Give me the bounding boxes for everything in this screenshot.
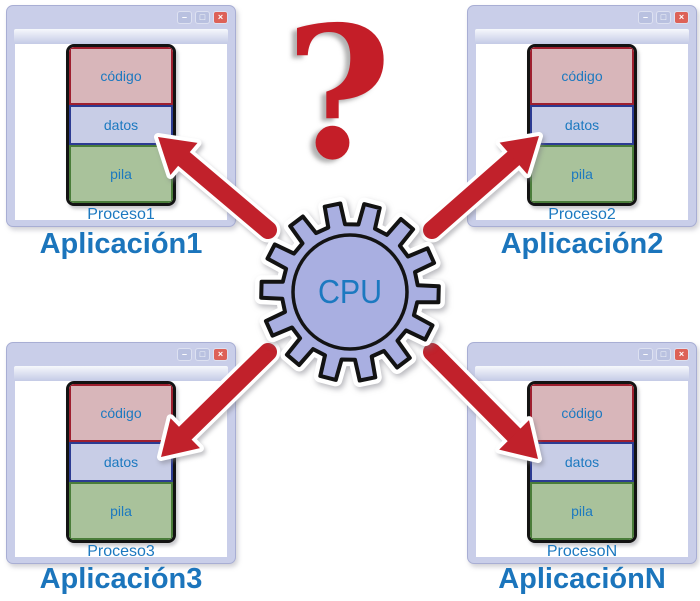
window-toolbar xyxy=(475,366,689,381)
code-segment: código xyxy=(530,47,634,105)
memory-stack: código datos pila xyxy=(66,381,176,543)
process-label: Proceso2 xyxy=(548,206,616,223)
memory-stack: código datos pila xyxy=(527,44,637,206)
window-controls: – □ × xyxy=(177,11,228,24)
maximize-button-icon[interactable]: □ xyxy=(195,348,210,361)
cpu-label: CPU xyxy=(317,273,383,310)
process-label: Proceso3 xyxy=(87,543,155,560)
app-window-proceso3: – □ × código datos pila Proceso3 xyxy=(6,342,236,564)
process-label: Proceso1 xyxy=(87,206,155,223)
memory-stack: código datos pila xyxy=(66,44,176,206)
code-segment: código xyxy=(69,384,173,442)
process-label: ProcesoN xyxy=(546,543,618,560)
data-segment: datos xyxy=(69,442,173,482)
window-content: código datos pila Proceso3 xyxy=(15,381,227,560)
application-label-3: Aplicación3 xyxy=(39,563,203,595)
minimize-button-icon[interactable]: – xyxy=(177,348,192,361)
code-segment: código xyxy=(530,384,634,442)
close-button-icon[interactable]: × xyxy=(213,11,228,24)
app-window-proceso2: – □ × código datos pila Proceso2 xyxy=(467,5,697,227)
window-controls: – □ × xyxy=(638,348,689,361)
application-label-1: Aplicación1 xyxy=(39,228,203,260)
window-toolbar xyxy=(14,366,228,381)
data-segment: datos xyxy=(530,105,634,145)
close-button-icon[interactable]: × xyxy=(674,11,689,24)
memory-stack: código datos pila xyxy=(527,381,637,543)
cpu-gear-icon xyxy=(254,197,446,387)
window-controls: – □ × xyxy=(177,348,228,361)
close-button-icon[interactable]: × xyxy=(674,348,689,361)
code-segment: código xyxy=(69,47,173,105)
stack-segment: pila xyxy=(530,145,634,203)
minimize-button-icon[interactable]: – xyxy=(638,11,653,24)
data-segment: datos xyxy=(69,105,173,145)
application-label-n: AplicaciónN xyxy=(498,563,666,595)
window-controls: – □ × xyxy=(638,11,689,24)
maximize-button-icon[interactable]: □ xyxy=(656,348,671,361)
window-content: código datos pila Proceso2 xyxy=(476,44,688,223)
maximize-button-icon[interactable]: □ xyxy=(656,11,671,24)
question-mark: ? xyxy=(285,0,392,200)
stack-segment: pila xyxy=(69,145,173,203)
data-segment: datos xyxy=(530,442,634,482)
application-label-2: Aplicación2 xyxy=(500,228,664,260)
window-content: código datos pila Proceso1 xyxy=(15,44,227,223)
window-toolbar xyxy=(14,29,228,44)
app-window-procesoN: – □ × código datos pila ProcesoN xyxy=(467,342,697,564)
stack-segment: pila xyxy=(530,482,634,540)
window-content: código datos pila ProcesoN xyxy=(476,381,688,560)
minimize-button-icon[interactable]: – xyxy=(638,348,653,361)
app-window-proceso1: – □ × código datos pila Proceso1 xyxy=(6,5,236,227)
window-toolbar xyxy=(475,29,689,44)
close-button-icon[interactable]: × xyxy=(213,348,228,361)
maximize-button-icon[interactable]: □ xyxy=(195,11,210,24)
minimize-button-icon[interactable]: – xyxy=(177,11,192,24)
stack-segment: pila xyxy=(69,482,173,540)
